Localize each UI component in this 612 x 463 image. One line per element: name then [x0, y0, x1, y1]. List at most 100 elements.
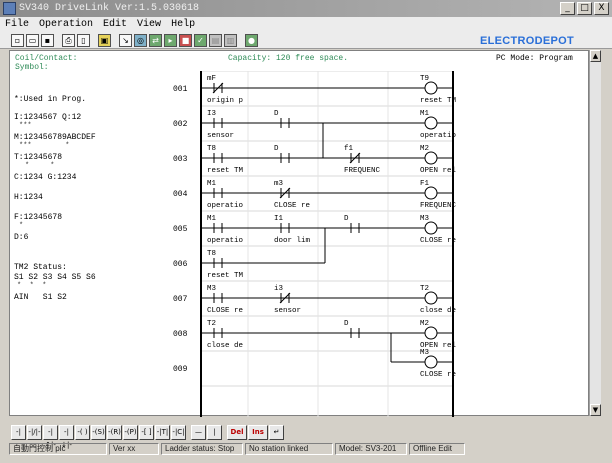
- preview-icon[interactable]: ▯: [77, 33, 90, 47]
- element-label: D: [344, 215, 349, 223]
- save-icon[interactable]: ▪: [41, 33, 54, 47]
- menu-file[interactable]: File: [5, 19, 30, 30]
- write-icon[interactable]: ◎: [134, 33, 147, 47]
- legend-inputs: I:1234567 Q:12: [14, 113, 82, 122]
- timer-tool[interactable]: -|T|: [155, 424, 170, 440]
- run-icon[interactable]: ▸: [164, 33, 177, 47]
- tm2-channels: S1 S2 S3 S4 S5 S6: [14, 273, 96, 282]
- menu-edit[interactable]: Edit: [103, 19, 128, 30]
- coil-mark: [424, 221, 438, 235]
- insert-tool[interactable]: Ins: [248, 424, 268, 440]
- delete-tool[interactable]: Del: [227, 424, 247, 440]
- contact-tool[interactable]: -|: [11, 424, 26, 440]
- element-label: m3: [274, 180, 284, 188]
- minimize-button[interactable]: _: [560, 2, 575, 15]
- coil-mark: [424, 151, 438, 165]
- element-label: M3: [207, 285, 217, 293]
- vertical-scrollbar[interactable]: ▲ ▼: [589, 50, 601, 416]
- status-program: 自動門控制 plc: [9, 442, 107, 455]
- legend-timers: T:12345678: [14, 153, 63, 162]
- nc-contact-mark: [279, 187, 291, 199]
- new-rung-tool[interactable]: ↵: [269, 424, 284, 440]
- legend-markers-stars: *** *: [19, 142, 70, 150]
- status-bar: 自動門控制 plc Ver xx Ladder status: Stop No …: [9, 442, 601, 455]
- title-bar: SV340 DriveLink Ver:1.5.030618 _ □ X: [0, 0, 612, 17]
- legend-data: D:6: [14, 233, 29, 242]
- element-label: CLOSE re: [420, 371, 456, 379]
- element-label: M1: [420, 110, 430, 118]
- coil-contact-label: Coil/Contact:: [15, 54, 78, 63]
- pulse-coil-tool[interactable]: -(P): [123, 424, 138, 440]
- rung-number: 007: [173, 295, 188, 304]
- scroll-down-icon[interactable]: ▼: [590, 404, 601, 416]
- nc-contact-mark: [349, 152, 361, 164]
- status-station: No station linked: [245, 442, 333, 455]
- menu-bar: File Operation Edit View Help: [0, 17, 612, 32]
- element-label: f1: [344, 145, 354, 153]
- rung-number: 006: [173, 260, 188, 269]
- reset-coil-tool[interactable]: -(R): [107, 424, 122, 440]
- close-button[interactable]: X: [594, 2, 609, 15]
- legend-flags: F:12345678: [14, 213, 63, 222]
- rung-number: 005: [173, 225, 188, 234]
- menu-help[interactable]: Help: [171, 19, 196, 30]
- config-icon[interactable]: ▥: [224, 33, 237, 47]
- horizontal-line-tool[interactable]: —: [191, 424, 206, 440]
- scroll-up-icon[interactable]: ▲: [590, 50, 601, 62]
- legend-timers-stars: * *: [25, 162, 55, 170]
- rung-number: 003: [173, 155, 188, 164]
- menu-view[interactable]: View: [137, 19, 162, 30]
- check-icon[interactable]: ✓: [194, 33, 207, 47]
- element-label: operatio: [420, 132, 457, 140]
- element-label: OPEN rel: [420, 167, 457, 175]
- monitor-icon[interactable]: ▣: [98, 33, 111, 47]
- ain-label: AIN S1 S2: [14, 293, 67, 302]
- element-label: T8: [207, 250, 216, 258]
- status-ladder: Ladder status: Stop: [161, 442, 243, 455]
- capacity-label: Capacity: 120 free space.: [228, 54, 349, 63]
- pc-mode-label: PC Mode: Program: [496, 54, 573, 63]
- vertical-line-tool[interactable]: |: [207, 424, 222, 440]
- maximize-button[interactable]: □: [577, 2, 592, 15]
- online-icon[interactable]: ▤: [209, 33, 222, 47]
- coil-tool[interactable]: -( ): [75, 424, 90, 440]
- falling-contact-tool[interactable]: -|↓|-: [59, 424, 74, 449]
- element-label: I3: [207, 110, 217, 118]
- function-block-tool[interactable]: -[ ]: [139, 424, 154, 440]
- about-icon[interactable]: ●: [245, 33, 258, 47]
- rung-number: 008: [173, 330, 188, 339]
- element-label: sensor: [207, 132, 234, 140]
- open-icon[interactable]: ▭: [26, 33, 39, 47]
- legend-markers: M:123456789ABCDEF: [14, 133, 96, 142]
- new-icon[interactable]: ▫: [11, 33, 24, 47]
- menu-operation[interactable]: Operation: [39, 19, 94, 30]
- rising-contact-tool[interactable]: -|↑|-: [43, 424, 58, 449]
- element-label: T9: [420, 75, 429, 83]
- read-icon[interactable]: ↘: [119, 33, 132, 47]
- nc-contact-tool[interactable]: -|/|-: [27, 424, 42, 440]
- compare-icon[interactable]: ⇄: [149, 33, 162, 47]
- tm2-status-label: TM2 Status:: [14, 263, 67, 272]
- coil-mark: [424, 81, 438, 95]
- rung-number: 004: [173, 190, 188, 199]
- print-icon[interactable]: ⎙: [62, 33, 75, 47]
- element-label: i3: [274, 285, 284, 293]
- element-label: CLOSE re: [207, 307, 243, 315]
- element-label: CLOSE re: [420, 237, 456, 245]
- main-toolbar: ▫ ▭ ▪ ⎙ ▯ ▣ ↘ ◎ ⇄ ▸ ■ ✓ ▤ ▥ ●: [0, 32, 612, 49]
- window-title: SV340 DriveLink Ver:1.5.030618: [19, 3, 200, 14]
- rung-number: 002: [173, 120, 188, 129]
- set-coil-tool[interactable]: -(S): [91, 424, 106, 440]
- rung-number: 009: [173, 365, 188, 374]
- element-label: D: [274, 110, 279, 118]
- coil-mark: [424, 355, 438, 369]
- element-label: origin p: [207, 97, 243, 105]
- counter-tool[interactable]: -|C|: [171, 424, 186, 440]
- stop-icon[interactable]: ■: [179, 33, 192, 47]
- app-icon: [3, 2, 16, 15]
- nc-contact-mark: [279, 292, 291, 304]
- legend-counters: C:1234 G:1234: [14, 173, 77, 182]
- ladder-workarea[interactable]: Coil/Contact: Symbol: Capacity: 120 free…: [9, 50, 589, 417]
- element-label: D: [274, 145, 279, 153]
